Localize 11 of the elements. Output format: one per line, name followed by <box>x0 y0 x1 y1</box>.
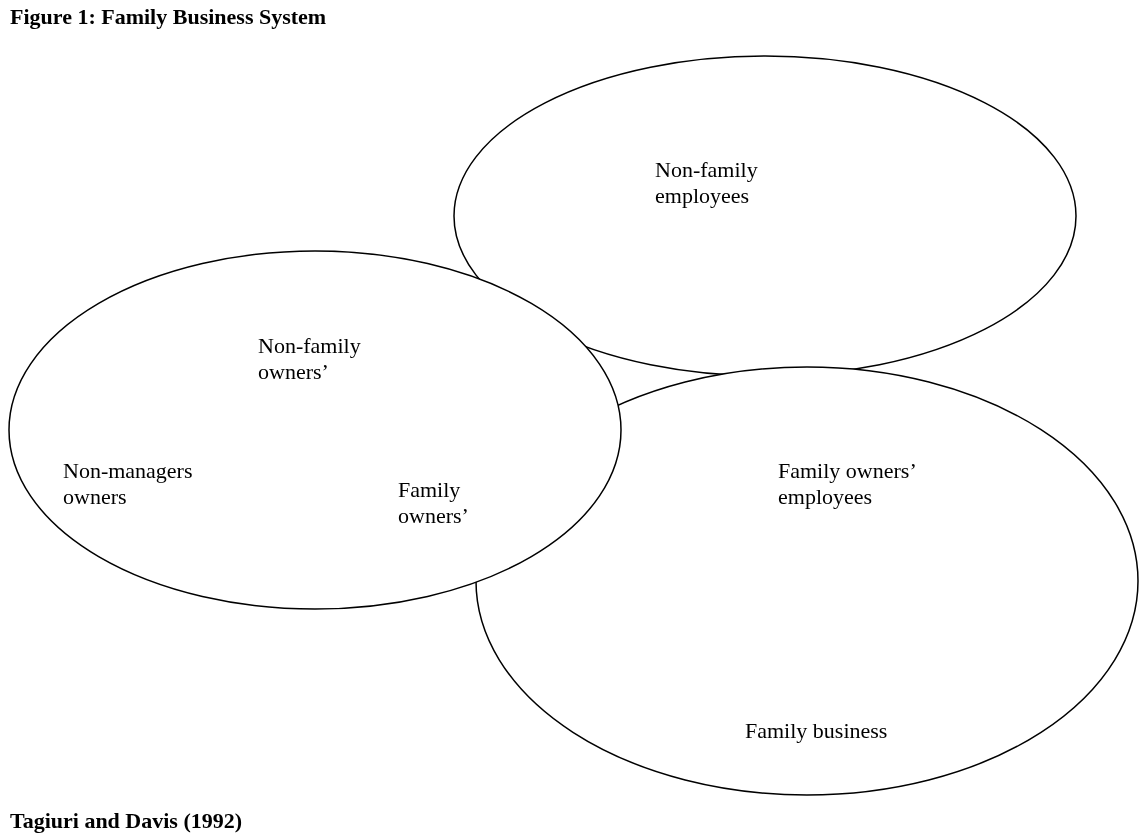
region-label: Family owners’ <box>398 477 470 529</box>
venn-ellipse <box>475 366 1139 796</box>
venn-ellipse <box>8 250 622 610</box>
venn-ellipse <box>453 55 1077 377</box>
region-label: Family owners’ employees <box>778 458 917 510</box>
region-label: Family business <box>745 718 889 744</box>
figure-title: Figure 1: Family Business System <box>10 4 327 30</box>
region-label: Non-family owners’ <box>258 333 362 385</box>
source-caption: Tagiuri and Davis (1992) <box>10 808 243 834</box>
region-label: Non-managers owners <box>63 458 194 510</box>
region-label: Non-family employees <box>655 157 759 209</box>
